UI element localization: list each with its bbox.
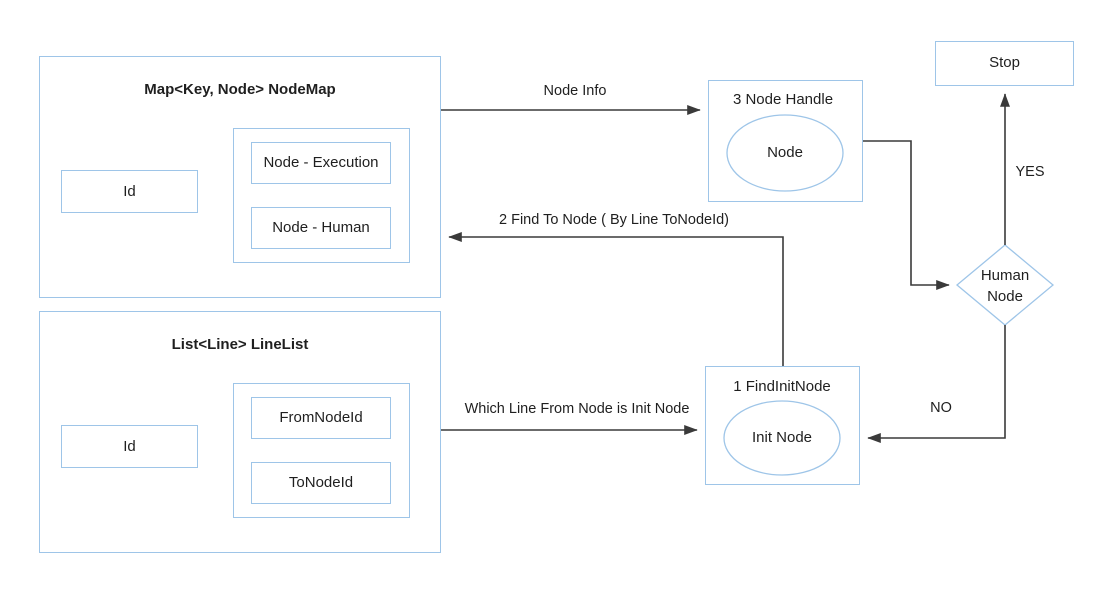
- field-nodemap-id[interactable]: [61, 170, 198, 213]
- process-find-init-node-title: 1 FindInitNode: [733, 378, 831, 395]
- item-to-node-id-label: ToNodeId: [288, 474, 354, 491]
- connector-handle-to-decision: [863, 140, 950, 290]
- item-node-human[interactable]: [251, 207, 391, 249]
- process-node-handle-inner-label: Node: [767, 144, 803, 161]
- decision-human-node-label-line1: Human: [980, 267, 1030, 284]
- field-linelist-id-label: Id: [123, 438, 136, 455]
- decision-human-node-label-line2: Node: [987, 288, 1023, 305]
- connector-decision-yes-label: YES: [1012, 164, 1048, 180]
- field-nodemap-id-label: Id: [123, 183, 136, 200]
- connector-find-to-node-label: 2 Find To Node ( By Line ToNodeId): [496, 212, 732, 228]
- item-node-execution[interactable]: [251, 142, 391, 184]
- terminal-stop[interactable]: [935, 41, 1074, 86]
- diamond-human-node[interactable]: [955, 244, 1055, 326]
- item-from-node-id-label: FromNodeId: [279, 409, 363, 426]
- field-linelist-id[interactable]: [61, 425, 198, 468]
- container-nodemap-title: Map<Key, Node> NodeMap: [144, 81, 336, 98]
- process-find-init-node-inner-label: Init Node: [751, 429, 813, 446]
- item-node-execution-label: Node - Execution: [263, 154, 379, 171]
- connector-decision-no-label: NO: [927, 400, 955, 416]
- connector-decision-no: [867, 325, 1006, 443]
- item-from-node-id[interactable]: [251, 397, 391, 439]
- item-to-node-id[interactable]: [251, 462, 391, 504]
- item-node-human-label: Node - Human: [272, 219, 370, 236]
- process-node-handle-title: 3 Node Handle: [732, 91, 834, 108]
- connector-find-to-node: [448, 232, 784, 366]
- terminal-stop-label: Stop: [989, 54, 1020, 71]
- connector-node-info-label: Node Info: [540, 83, 610, 99]
- connector-which-line-label: Which Line From Node is Init Node: [461, 401, 693, 417]
- container-linelist-title: List<Line> LineList: [171, 336, 309, 353]
